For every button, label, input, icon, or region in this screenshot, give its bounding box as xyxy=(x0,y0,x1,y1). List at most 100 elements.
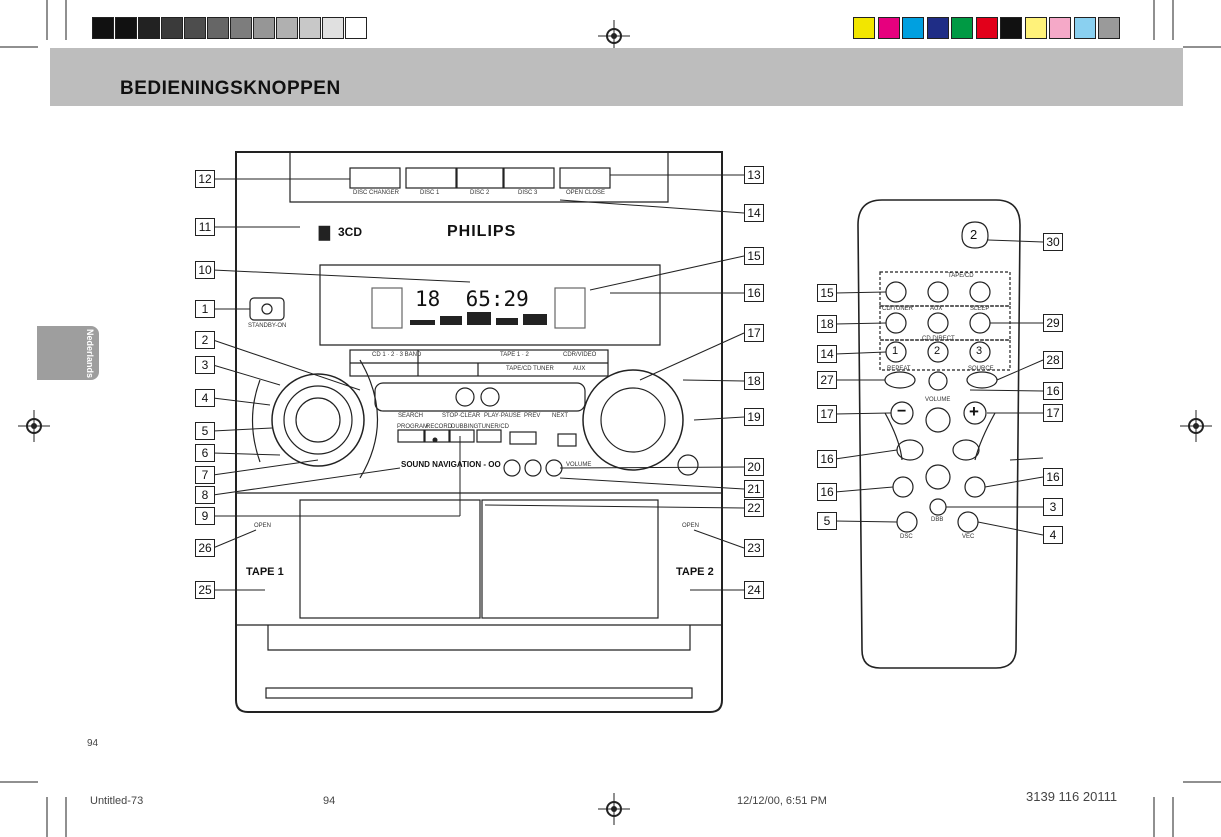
remote-disc-1[interactable]: 1 xyxy=(892,345,899,357)
prev-label: PREV xyxy=(524,413,541,419)
callout-25: 25 xyxy=(195,581,215,599)
remote-row2-label-2: AUX xyxy=(930,306,943,312)
three-cd-logo: 3CD xyxy=(338,225,363,239)
callout-2: 2 xyxy=(195,331,215,349)
gray-swatch xyxy=(230,17,252,39)
remote-volume-label: VOLUME xyxy=(925,397,951,403)
gray-swatch xyxy=(299,17,321,39)
language-tab: Nederlands xyxy=(37,326,99,380)
remote-cd-direct-label: CD DIRECT xyxy=(922,336,955,342)
footer-filename: Untitled-73 xyxy=(90,795,144,807)
callout-26: 26 xyxy=(195,539,215,557)
callout-21: 21 xyxy=(744,480,764,498)
display-readout: 18 65:29 xyxy=(415,287,529,311)
remote-callout-16-right-b: 16 xyxy=(1043,468,1063,486)
remote-callout-17-left: 17 xyxy=(817,405,837,423)
registration-target-icon xyxy=(1180,410,1212,442)
callout-9: 9 xyxy=(195,507,215,525)
footer-datetime: 12/12/00, 6:51 PM xyxy=(737,795,827,807)
callout-1: 1 xyxy=(195,300,215,318)
callout-17: 17 xyxy=(744,324,764,342)
registration-target-icon xyxy=(18,410,50,442)
remote-row1-label-1: TAPE/CD xyxy=(948,273,974,279)
remote-callout-4: 4 xyxy=(1043,526,1063,544)
remote-disc-3[interactable]: 3 xyxy=(976,345,983,357)
tape-2-label: TAPE 2 xyxy=(676,566,714,578)
callout-12: 12 xyxy=(195,170,215,188)
brand-name: PHILIPS xyxy=(447,223,517,240)
callout-18: 18 xyxy=(744,372,764,390)
remote-power-symbol: 2 xyxy=(970,227,978,242)
remote-callout-14: 14 xyxy=(817,345,837,363)
remote-callout-15: 15 xyxy=(817,284,837,302)
language-tab-label: Nederlands xyxy=(85,329,95,379)
remote-plus-button[interactable]: + xyxy=(969,402,979,421)
callout-16: 16 xyxy=(744,284,764,302)
remote-callout-16-left-b: 16 xyxy=(817,483,837,501)
callout-20: 20 xyxy=(744,458,764,476)
dubbing-label: DUBBING xyxy=(451,424,479,430)
process-color-swatch xyxy=(1000,17,1022,39)
page-number: 94 xyxy=(87,738,99,749)
gray-swatch xyxy=(207,17,229,39)
sound-navigation-label: SOUND NAVIGATION - OO xyxy=(401,460,501,469)
source-aux-label: AUX xyxy=(573,366,586,372)
page-title: BEDIENINGSKNOPPEN xyxy=(120,78,341,99)
process-color-swatch xyxy=(975,17,998,39)
footer-code: 3139 116 20111 xyxy=(1026,789,1118,804)
volume-label: VOLUME xyxy=(566,462,592,468)
remote-callout-29: 29 xyxy=(1043,314,1063,332)
search-label: SEARCH xyxy=(398,413,424,419)
open-close-label: OPEN CLOSE xyxy=(566,190,606,196)
footer-page: 94 xyxy=(323,795,336,807)
remote-callout-16-left-a: 16 xyxy=(817,450,837,468)
process-color-swatch xyxy=(1073,17,1096,39)
header-band xyxy=(50,48,1183,106)
gray-swatch xyxy=(115,17,137,39)
process-color-swatch xyxy=(1024,17,1047,39)
callout-15: 15 xyxy=(744,247,764,265)
gray-swatch xyxy=(184,17,206,39)
callout-13: 13 xyxy=(744,166,764,184)
program-label: PROGRAM xyxy=(397,424,429,430)
callout-10: 10 xyxy=(195,261,215,279)
tape-2-open-label: OPEN xyxy=(682,523,700,529)
callout-11: 11 xyxy=(195,218,215,236)
remote-minus-button[interactable]: − xyxy=(897,403,907,420)
gray-swatch xyxy=(92,17,114,39)
gray-swatch xyxy=(322,17,344,39)
process-color-swatch xyxy=(902,17,924,39)
process-color-swatch xyxy=(951,17,973,39)
source-cd-label: CD 1 · 2 · 3 BAND xyxy=(372,352,422,358)
callout-19: 19 xyxy=(744,408,764,426)
source-cdr-label: CDR/VIDEO xyxy=(563,352,597,358)
callout-5: 5 xyxy=(195,422,215,440)
remote-disc-2[interactable]: 2 xyxy=(934,345,941,357)
next-label: NEXT xyxy=(552,413,569,419)
remote-callout-16-right-a: 16 xyxy=(1043,382,1063,400)
remote-repeat-label: REPEAT xyxy=(887,366,911,372)
gray-swatch xyxy=(253,17,275,39)
remote-row2-label-1: CD/TUNER xyxy=(882,306,913,312)
play-pause-label: PLAY·PAUSE xyxy=(484,413,521,419)
cd-logo-icon: ▇ xyxy=(318,224,331,241)
callout-6: 6 xyxy=(195,444,215,462)
registration-target-icon xyxy=(598,20,630,52)
callout-22: 22 xyxy=(744,499,764,517)
gray-swatch xyxy=(276,17,298,39)
callout-3: 3 xyxy=(195,356,215,374)
disc-3-label: DISC 3 xyxy=(518,190,538,196)
remote-callout-17-right: 17 xyxy=(1043,404,1063,422)
source-tape-label: TAPE 1 · 2 xyxy=(500,352,529,358)
stop-clear-label: STOP·CLEAR xyxy=(442,413,481,419)
gray-swatch xyxy=(345,17,367,39)
process-color-swatch xyxy=(1049,17,1071,39)
record-label: RECORD xyxy=(426,424,453,430)
callout-14: 14 xyxy=(744,204,764,222)
remote-vec-label: VEC xyxy=(962,534,975,540)
callout-23: 23 xyxy=(744,539,764,557)
remote-callout-30: 30 xyxy=(1043,233,1063,251)
